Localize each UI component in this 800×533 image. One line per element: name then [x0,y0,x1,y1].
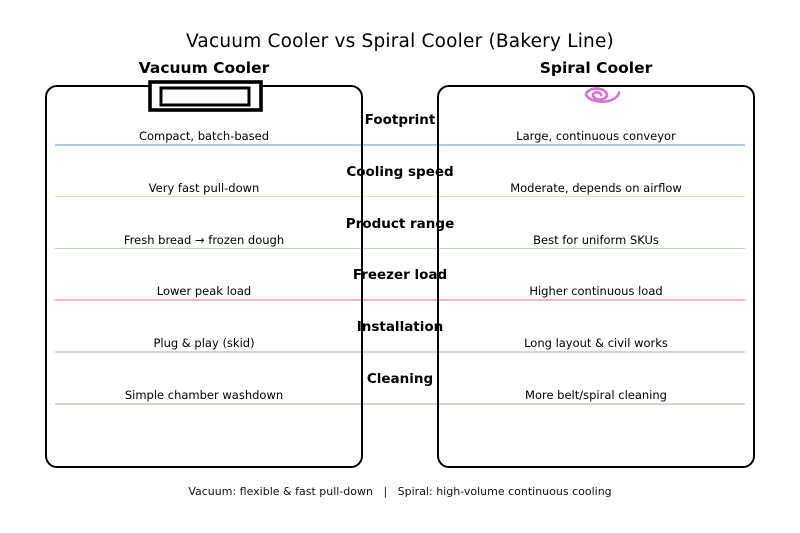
spiral-column-header: Spiral Cooler [539,59,653,77]
row-category: Freezer load [352,267,448,284]
vacuum-row-value: Fresh bread → frozen dough [123,232,285,247]
footer-caption: Vacuum: flexible & fast pull-down | Spir… [188,485,612,498]
row-separator-line [55,247,745,250]
vacuum-row-value: Compact, batch-based [138,129,270,143]
spiral-row-value: More belt/spiral cleaning [525,388,667,402]
row-category: Cleaning [366,371,434,387]
row-category: Product range [345,215,455,232]
vacuum-column-header: Vacuum Cooler [138,59,270,77]
row-separator-line [55,195,745,198]
vacuum-panel [45,85,363,468]
row-category: Cooling speed [346,163,454,180]
spiral-row-value: Large, continuous conveyor [516,129,676,143]
spiral-row-value: Best for uniform SKUs [533,232,659,247]
vacuum-row-value: Simple chamber washdown [124,388,284,402]
row-separator-line [55,403,745,405]
vacuum-chamber-icon [148,80,263,112]
row-separator-line [55,299,745,301]
vacuum-row-value: Plug & play (skid) [153,336,255,351]
spiral-panel [437,85,755,468]
row-category: Footprint [364,112,436,128]
figure-title: Vacuum Cooler vs Spiral Cooler (Bakery L… [186,31,614,52]
row-category: Installation [356,319,444,336]
spiral-row-value: Long layout & civil works [524,336,668,351]
spiral-row-value: Higher continuous load [529,284,663,299]
vacuum-row-value: Lower peak load [156,284,252,299]
spiral-row-value: Moderate, depends on airflow [510,180,682,195]
spiral-icon [584,87,621,103]
row-separator-line [55,144,745,146]
vacuum-row-value: Very fast pull-down [148,180,260,195]
row-separator-line [55,351,745,353]
